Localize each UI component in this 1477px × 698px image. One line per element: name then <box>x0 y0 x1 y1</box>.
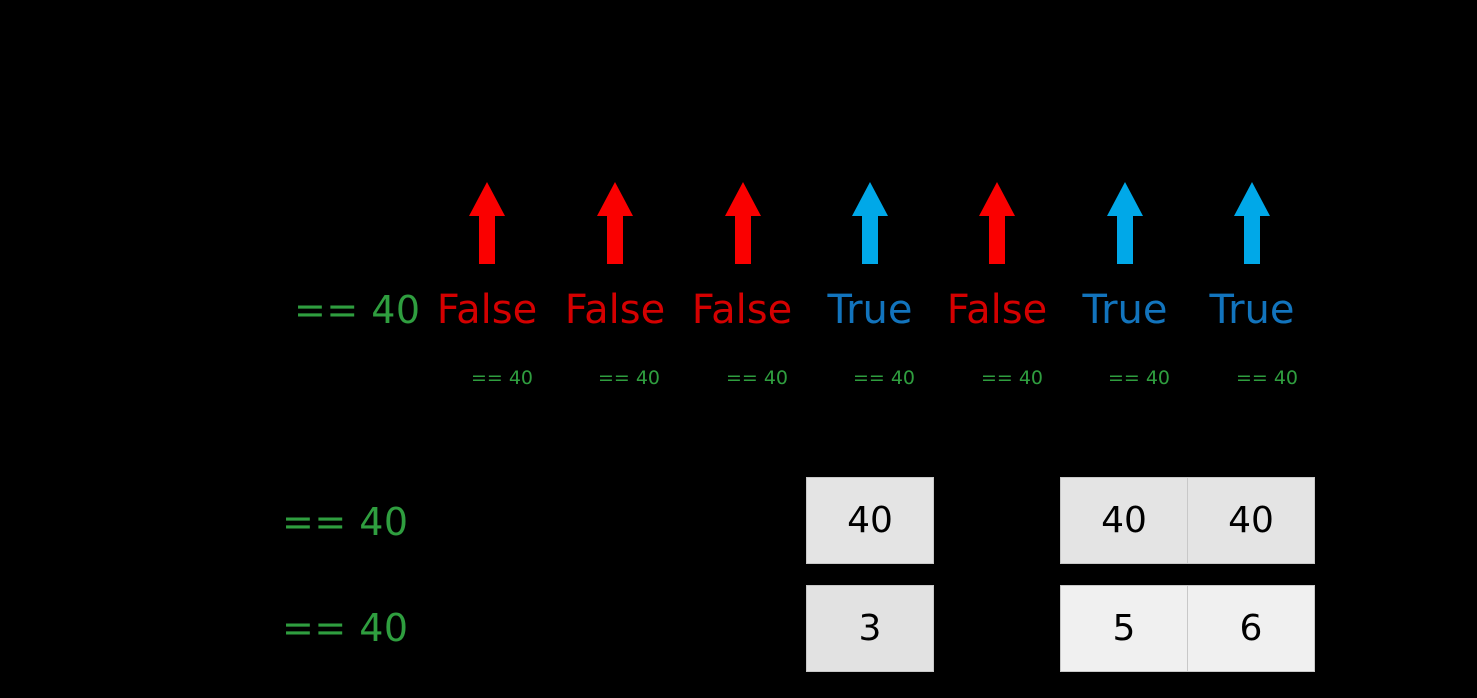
arrow-up-icon <box>847 180 893 266</box>
result-label-2: False <box>691 287 793 333</box>
arrow-up-icon <box>464 180 510 266</box>
result-label-4: False <box>946 287 1048 333</box>
condition-label-6: == 40 <box>1235 367 1299 389</box>
value-cell: 40 <box>1060 477 1188 564</box>
arrow-up-icon <box>720 180 766 266</box>
value-cell: 40 <box>806 477 934 564</box>
result-label-6: True <box>1209 287 1295 333</box>
row-condition-label-0: == 40 <box>282 500 409 544</box>
row-condition-label-1: == 40 <box>282 606 409 650</box>
value-cell: 40 <box>1187 477 1315 564</box>
result-label-0: False <box>436 287 538 333</box>
condition-label-3: == 40 <box>852 367 916 389</box>
condition-label-5: == 40 <box>1107 367 1171 389</box>
arrow-up-icon <box>592 180 638 266</box>
condition-label-2: == 40 <box>725 367 789 389</box>
result-label-1: False <box>564 287 666 333</box>
arrow-up-icon <box>1229 180 1275 266</box>
result-label-5: True <box>1082 287 1168 333</box>
condition-label-4: == 40 <box>980 367 1044 389</box>
value-cell: 3 <box>806 585 934 672</box>
header-condition-label: == 40 <box>294 288 421 332</box>
arrow-up-icon <box>1102 180 1148 266</box>
arrow-up-icon <box>974 180 1020 266</box>
value-cell: 5 <box>1060 585 1188 672</box>
result-label-3: True <box>827 287 913 333</box>
value-cell: 6 <box>1187 585 1315 672</box>
condition-label-0: == 40 <box>470 367 534 389</box>
condition-label-1: == 40 <box>597 367 661 389</box>
